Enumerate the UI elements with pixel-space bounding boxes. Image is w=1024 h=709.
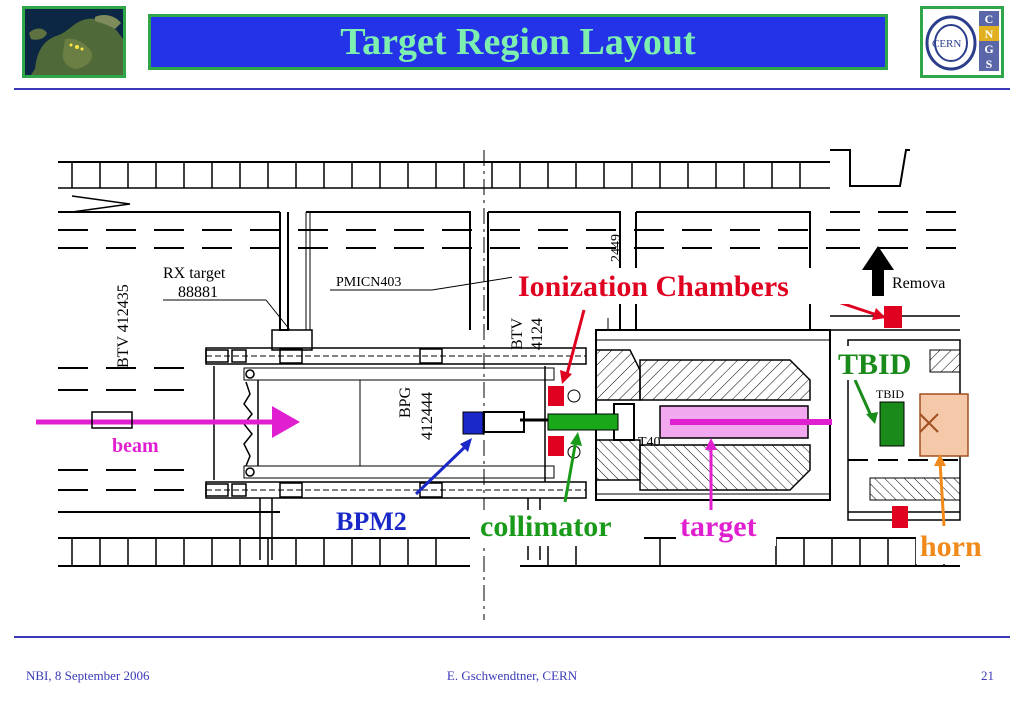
ionization-chamber-upper xyxy=(548,386,564,406)
ionization-arrow-right xyxy=(837,300,881,318)
tbid-arrow xyxy=(853,379,874,419)
cngs-letter-n: N xyxy=(985,27,994,41)
footer-date: NBI, 8 September 2006 xyxy=(26,668,150,683)
cngs-letter-s: S xyxy=(986,57,993,71)
bpg-label: BPG xyxy=(397,386,414,418)
bpm2-block xyxy=(462,411,484,435)
header-divider xyxy=(14,88,1010,90)
t40-label: T40 xyxy=(638,435,661,450)
ionization-chamber-right-lower xyxy=(892,506,908,528)
ionization-arrow-left xyxy=(564,309,586,379)
cern-logo-text: CERN xyxy=(932,38,961,50)
target-region-diagram: RX target 88881 PMICN403 BTV 412435 BTV … xyxy=(36,149,996,620)
cad-drawing xyxy=(58,149,961,620)
remove-partial-label: Remova xyxy=(892,275,945,292)
btv-mid-number: 4124 xyxy=(529,318,546,350)
cern-cngs-logo: CERN C N G S xyxy=(920,6,1004,78)
ionization-chamber-right-upper xyxy=(884,306,902,328)
tbid-small-label: TBID xyxy=(876,387,904,401)
ionization-chamber-lower xyxy=(548,436,564,456)
footer-divider xyxy=(14,636,1010,638)
cern-logo-icon: CERN C N G S xyxy=(925,11,999,71)
pmicn-label: PMICN403 xyxy=(336,275,401,290)
target-label: target xyxy=(680,510,757,543)
page-title: Target Region Layout xyxy=(340,21,696,63)
europe-map-logo xyxy=(22,6,126,78)
annotation-arrows xyxy=(414,300,946,527)
rx-target-number: 88881 xyxy=(178,284,218,301)
collimator-label: collimator xyxy=(480,510,612,543)
bpm2-label: BPM2 xyxy=(336,507,407,536)
rx-target-label: RX target xyxy=(163,265,226,282)
cngs-letter-c: C xyxy=(985,12,994,26)
btv-mid-label: BTV xyxy=(509,318,526,350)
beam-label: beam xyxy=(112,435,159,457)
cad-labels: RX target 88881 PMICN403 BTV 412435 BTV … xyxy=(115,234,945,450)
horn-label: horn xyxy=(920,530,982,563)
horn-arrow xyxy=(938,461,946,527)
beam-arrowhead xyxy=(272,406,300,438)
tbid-label: TBID xyxy=(838,348,911,381)
btv-left-label: BTV 412435 xyxy=(115,284,132,368)
europe-map-image xyxy=(25,9,123,75)
top-vertical-number: 2449 xyxy=(609,234,624,262)
footer-page-number: 21 xyxy=(981,668,994,683)
collimator-arrow xyxy=(563,439,578,503)
collimator-body xyxy=(547,413,619,431)
ionization-chambers-label: Ionization Chambers xyxy=(518,270,789,303)
bpm2-arrow xyxy=(414,442,470,496)
footer-author: E. Gschwendtner, CERN xyxy=(446,668,578,683)
title-banner: Target Region Layout xyxy=(148,14,888,70)
colored-overlays xyxy=(36,306,969,528)
cngs-letter-g: G xyxy=(984,42,993,56)
tbid-monitor xyxy=(879,401,905,447)
annotation-labels: Ionization Chambers TBID beam BPM2 colli… xyxy=(112,268,996,564)
bpg-number: 412444 xyxy=(419,392,436,440)
